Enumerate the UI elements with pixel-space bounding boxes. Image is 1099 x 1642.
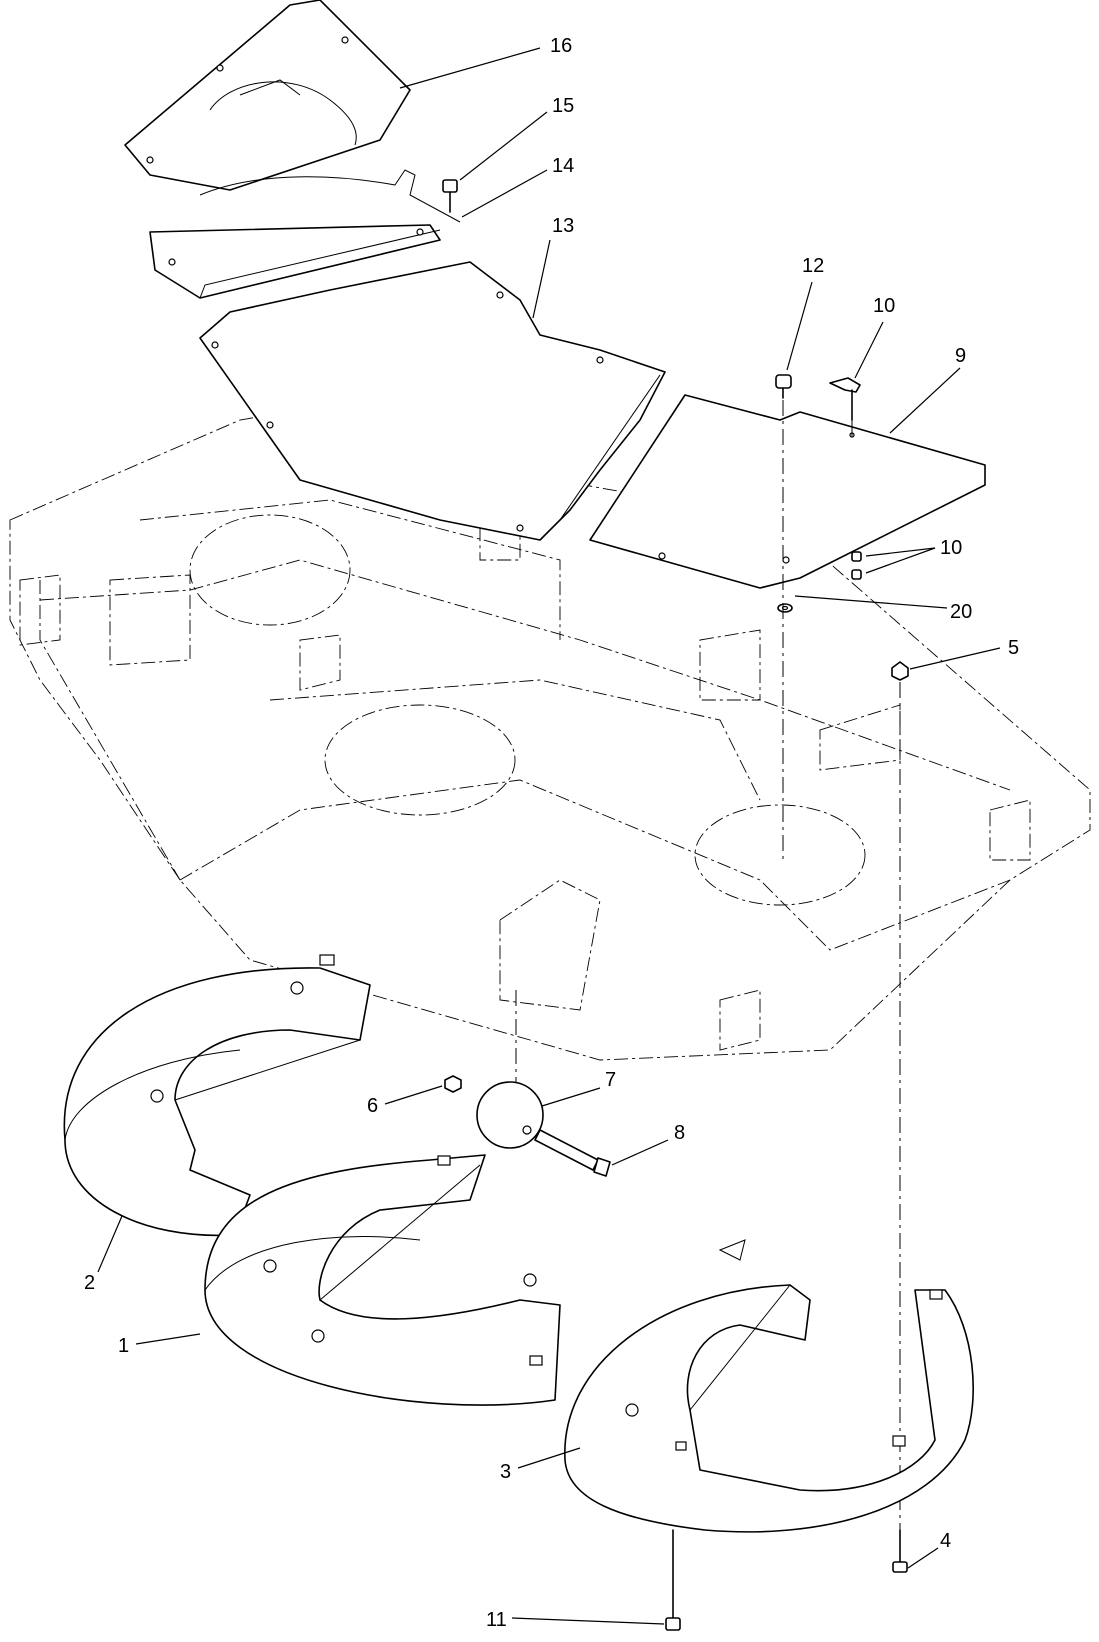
callout-13: 13 (552, 215, 574, 237)
part-2-baffle (63, 954, 371, 1237)
part-11-bolt (665, 1529, 681, 1631)
callout-7: 7 (605, 1069, 616, 1091)
callout-12: 12 (802, 255, 824, 277)
callout-9: 9 (955, 345, 966, 367)
callout-15: 15 (552, 95, 574, 117)
part-7-ball (476, 1081, 544, 1149)
callout-16: 16 (550, 35, 572, 57)
callout-4: 4 (940, 1530, 951, 1552)
mower-deck-outline (9, 409, 1091, 1061)
part-14-bracket (149, 169, 461, 299)
callout-1: 1 (118, 1335, 129, 1357)
callout-10-top: 10 (873, 295, 895, 317)
part-12-bolt (775, 374, 792, 399)
callout-6: 6 (367, 1095, 378, 1117)
callout-8: 8 (674, 1122, 685, 1144)
part-10-latch (829, 377, 862, 580)
part-8-bolt (534, 1129, 611, 1177)
callout-2: 2 (84, 1272, 95, 1294)
assembly-centerlines (515, 400, 901, 1530)
callout-5: 5 (1008, 637, 1019, 659)
callout-10-lower: 10 (940, 537, 962, 559)
callout-labels: 16 15 14 13 12 10 9 10 20 5 6 7 8 2 1 3 … (84, 35, 1019, 1631)
part-13-shield-plate (199, 261, 666, 541)
part-16-cover-plate (124, 0, 411, 191)
part-15-bolt (442, 179, 458, 213)
callout-20: 20 (950, 601, 972, 623)
callout-11: 11 (486, 1609, 507, 1631)
part-6-nut (444, 1075, 462, 1093)
part-4-bolt (892, 1529, 908, 1573)
leader-lines (97, 47, 1001, 1625)
callout-14: 14 (552, 155, 574, 177)
part-3-baffle (564, 1239, 974, 1533)
part-5-nut (891, 661, 909, 681)
callout-3: 3 (500, 1461, 511, 1483)
part-1-baffle (204, 1154, 561, 1406)
part-20-washer (777, 603, 793, 613)
part-9-shield-plate (589, 394, 986, 589)
